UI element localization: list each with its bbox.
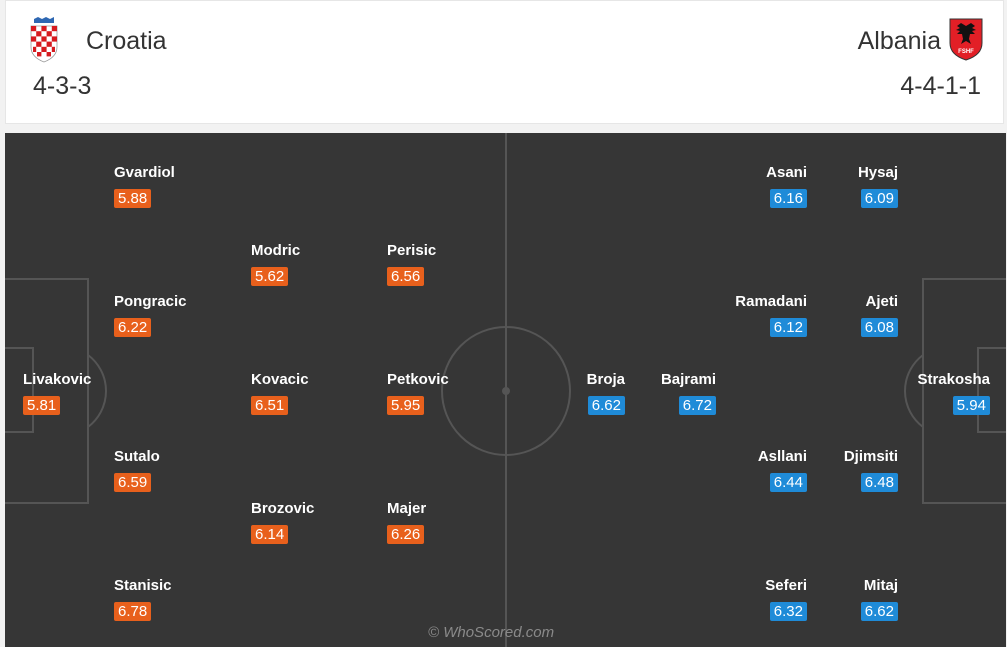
player-name: Livakovic bbox=[23, 371, 92, 388]
player-rating: 6.16 bbox=[769, 189, 807, 208]
player-name: Petkovic bbox=[387, 371, 449, 388]
player-rating: 6.48 bbox=[860, 473, 898, 492]
player-rating: 6.56 bbox=[387, 267, 425, 286]
pitch-markings bbox=[5, 133, 1006, 647]
player-rating: 6.12 bbox=[769, 318, 807, 337]
player-rating: 5.88 bbox=[114, 189, 152, 208]
player-name: Stanisic bbox=[114, 577, 172, 594]
player-name: Seferi bbox=[765, 577, 807, 594]
player-rating: 6.51 bbox=[251, 396, 289, 415]
player-rating: 5.94 bbox=[952, 396, 990, 415]
away-team-name[interactable]: Albania bbox=[857, 27, 941, 55]
player-rating: 6.32 bbox=[769, 602, 807, 621]
player-rating: 6.78 bbox=[114, 602, 152, 621]
home-team-name[interactable]: Croatia bbox=[86, 27, 167, 55]
player-name: Ramadani bbox=[735, 293, 807, 310]
player-name: Hysaj bbox=[857, 164, 898, 181]
player-name: Majer bbox=[387, 500, 427, 517]
croatia-crest-icon bbox=[30, 17, 58, 63]
player-rating: 6.59 bbox=[114, 473, 152, 492]
player-rating: 6.44 bbox=[769, 473, 807, 492]
player-rating: 5.81 bbox=[23, 396, 61, 415]
home-formation: 4-3-3 bbox=[33, 72, 92, 100]
player-name: Bajrami bbox=[660, 371, 716, 388]
player-name: Kovacic bbox=[251, 371, 309, 388]
player-name: Asani bbox=[766, 164, 807, 181]
player-name: Asllani bbox=[757, 448, 807, 465]
player-name: Djimsiti bbox=[843, 448, 898, 465]
player-name: Brozovic bbox=[251, 500, 315, 517]
albania-crest-text: FSHF bbox=[958, 49, 974, 55]
player-rating: 5.95 bbox=[387, 396, 425, 415]
player-rating: 6.09 bbox=[860, 189, 898, 208]
player-rating: 6.26 bbox=[387, 525, 425, 544]
player-name: Perisic bbox=[387, 242, 437, 259]
player-rating: 6.62 bbox=[587, 396, 625, 415]
player-name: Ajeti bbox=[865, 293, 898, 310]
player-name: Gvardiol bbox=[114, 164, 175, 181]
player-name: Modric bbox=[251, 242, 301, 259]
player-name: Pongracic bbox=[114, 293, 187, 310]
player-rating: 6.62 bbox=[860, 602, 898, 621]
player-name: Broja bbox=[586, 371, 625, 388]
player-name: Strakosha bbox=[917, 371, 990, 388]
player-name: Mitaj bbox=[863, 577, 898, 594]
player-name: Sutalo bbox=[114, 448, 160, 465]
player-rating: 6.08 bbox=[860, 318, 898, 337]
whoscored-watermark: © WhoScored.com bbox=[428, 624, 555, 641]
player-rating: 6.14 bbox=[251, 525, 289, 544]
player-rating: 5.62 bbox=[251, 267, 289, 286]
away-formation: 4-4-1-1 bbox=[900, 72, 981, 100]
pitch: Gvardiol 5.88 Pongracic 6.22 Livakovic 5… bbox=[5, 133, 1006, 647]
albania-crest-icon: FSHF bbox=[949, 18, 983, 61]
player-rating: 6.22 bbox=[114, 318, 152, 337]
match-header: Croatia 4-3-3 Albania FSHF 4-4-1-1 bbox=[5, 0, 1004, 124]
player-rating: 6.72 bbox=[678, 396, 716, 415]
